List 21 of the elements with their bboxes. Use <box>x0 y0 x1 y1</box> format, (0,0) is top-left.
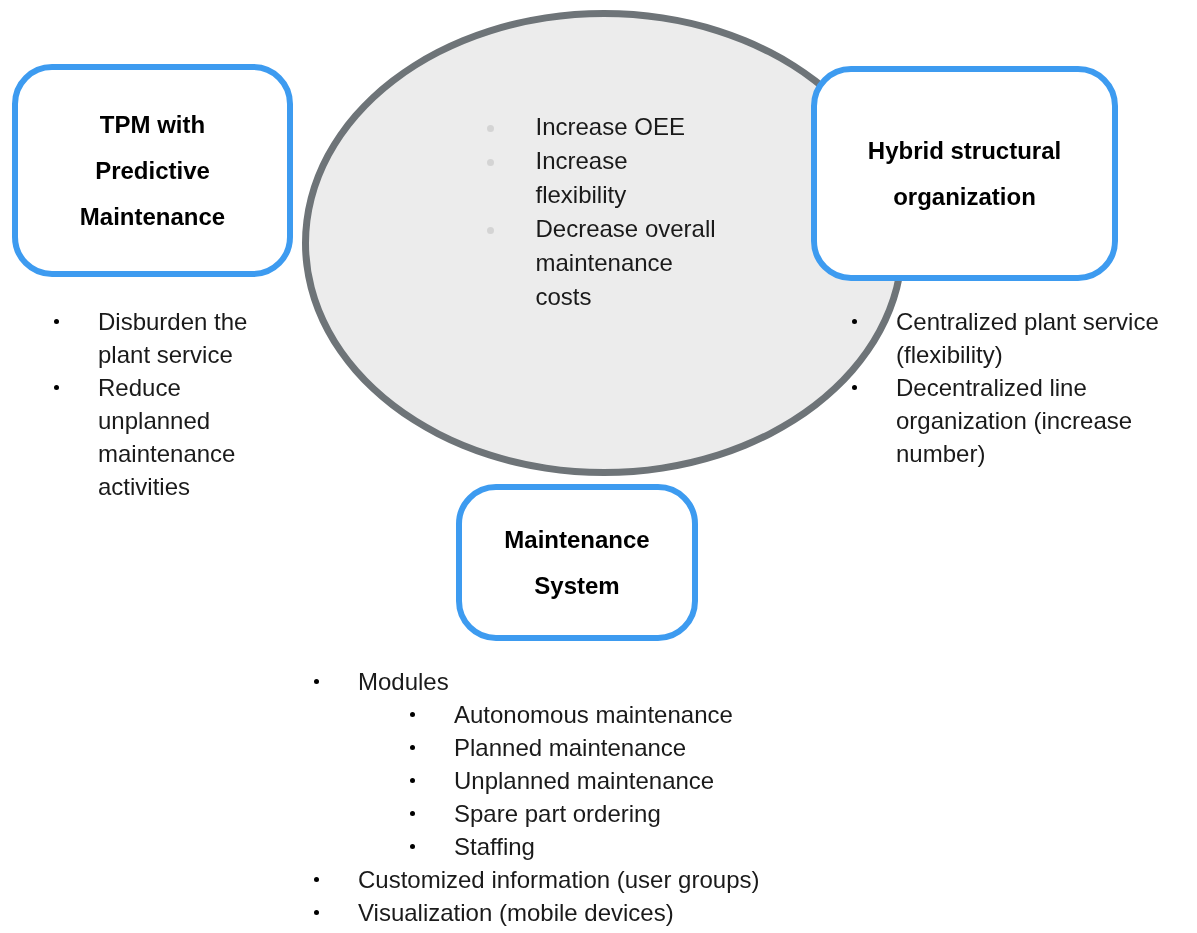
bullet-text: Disburden the plant service <box>98 307 249 370</box>
bullet-text: Unplanned maintenance <box>454 766 715 796</box>
bullet-text: Customized information (user groups) <box>358 865 760 895</box>
box-title: TPM with Predictive Maintenance <box>78 109 227 232</box>
box-title: Hybrid structural organization <box>866 135 1063 212</box>
topic-box <box>456 484 698 641</box>
box-title: Maintenance System <box>503 524 651 601</box>
bullet-text: Visualization (mobile devices) <box>358 898 674 928</box>
bullet-text: Modules <box>358 667 449 697</box>
bullet-text: Centralized plant service (flexibility) <box>896 307 1160 370</box>
topic-box <box>811 66 1118 281</box>
bullet-text: Staffing <box>454 832 535 862</box>
goal-text: Increase OEE <box>535 112 685 142</box>
goal-text: Decrease overall maintenance costs <box>535 214 717 312</box>
bullet-text: Decentralized line organization (increase number) <box>896 373 1134 469</box>
bullet-text: Planned maintenance <box>454 733 687 763</box>
bullet-text: Autonomous maintenance <box>454 700 733 730</box>
bullet-text: Spare part ordering <box>454 799 661 829</box>
topic-box <box>12 64 293 277</box>
goal-text: Increase flexibility <box>535 146 629 210</box>
bullet-text: Reduce unplanned maintenance activities <box>98 373 237 502</box>
